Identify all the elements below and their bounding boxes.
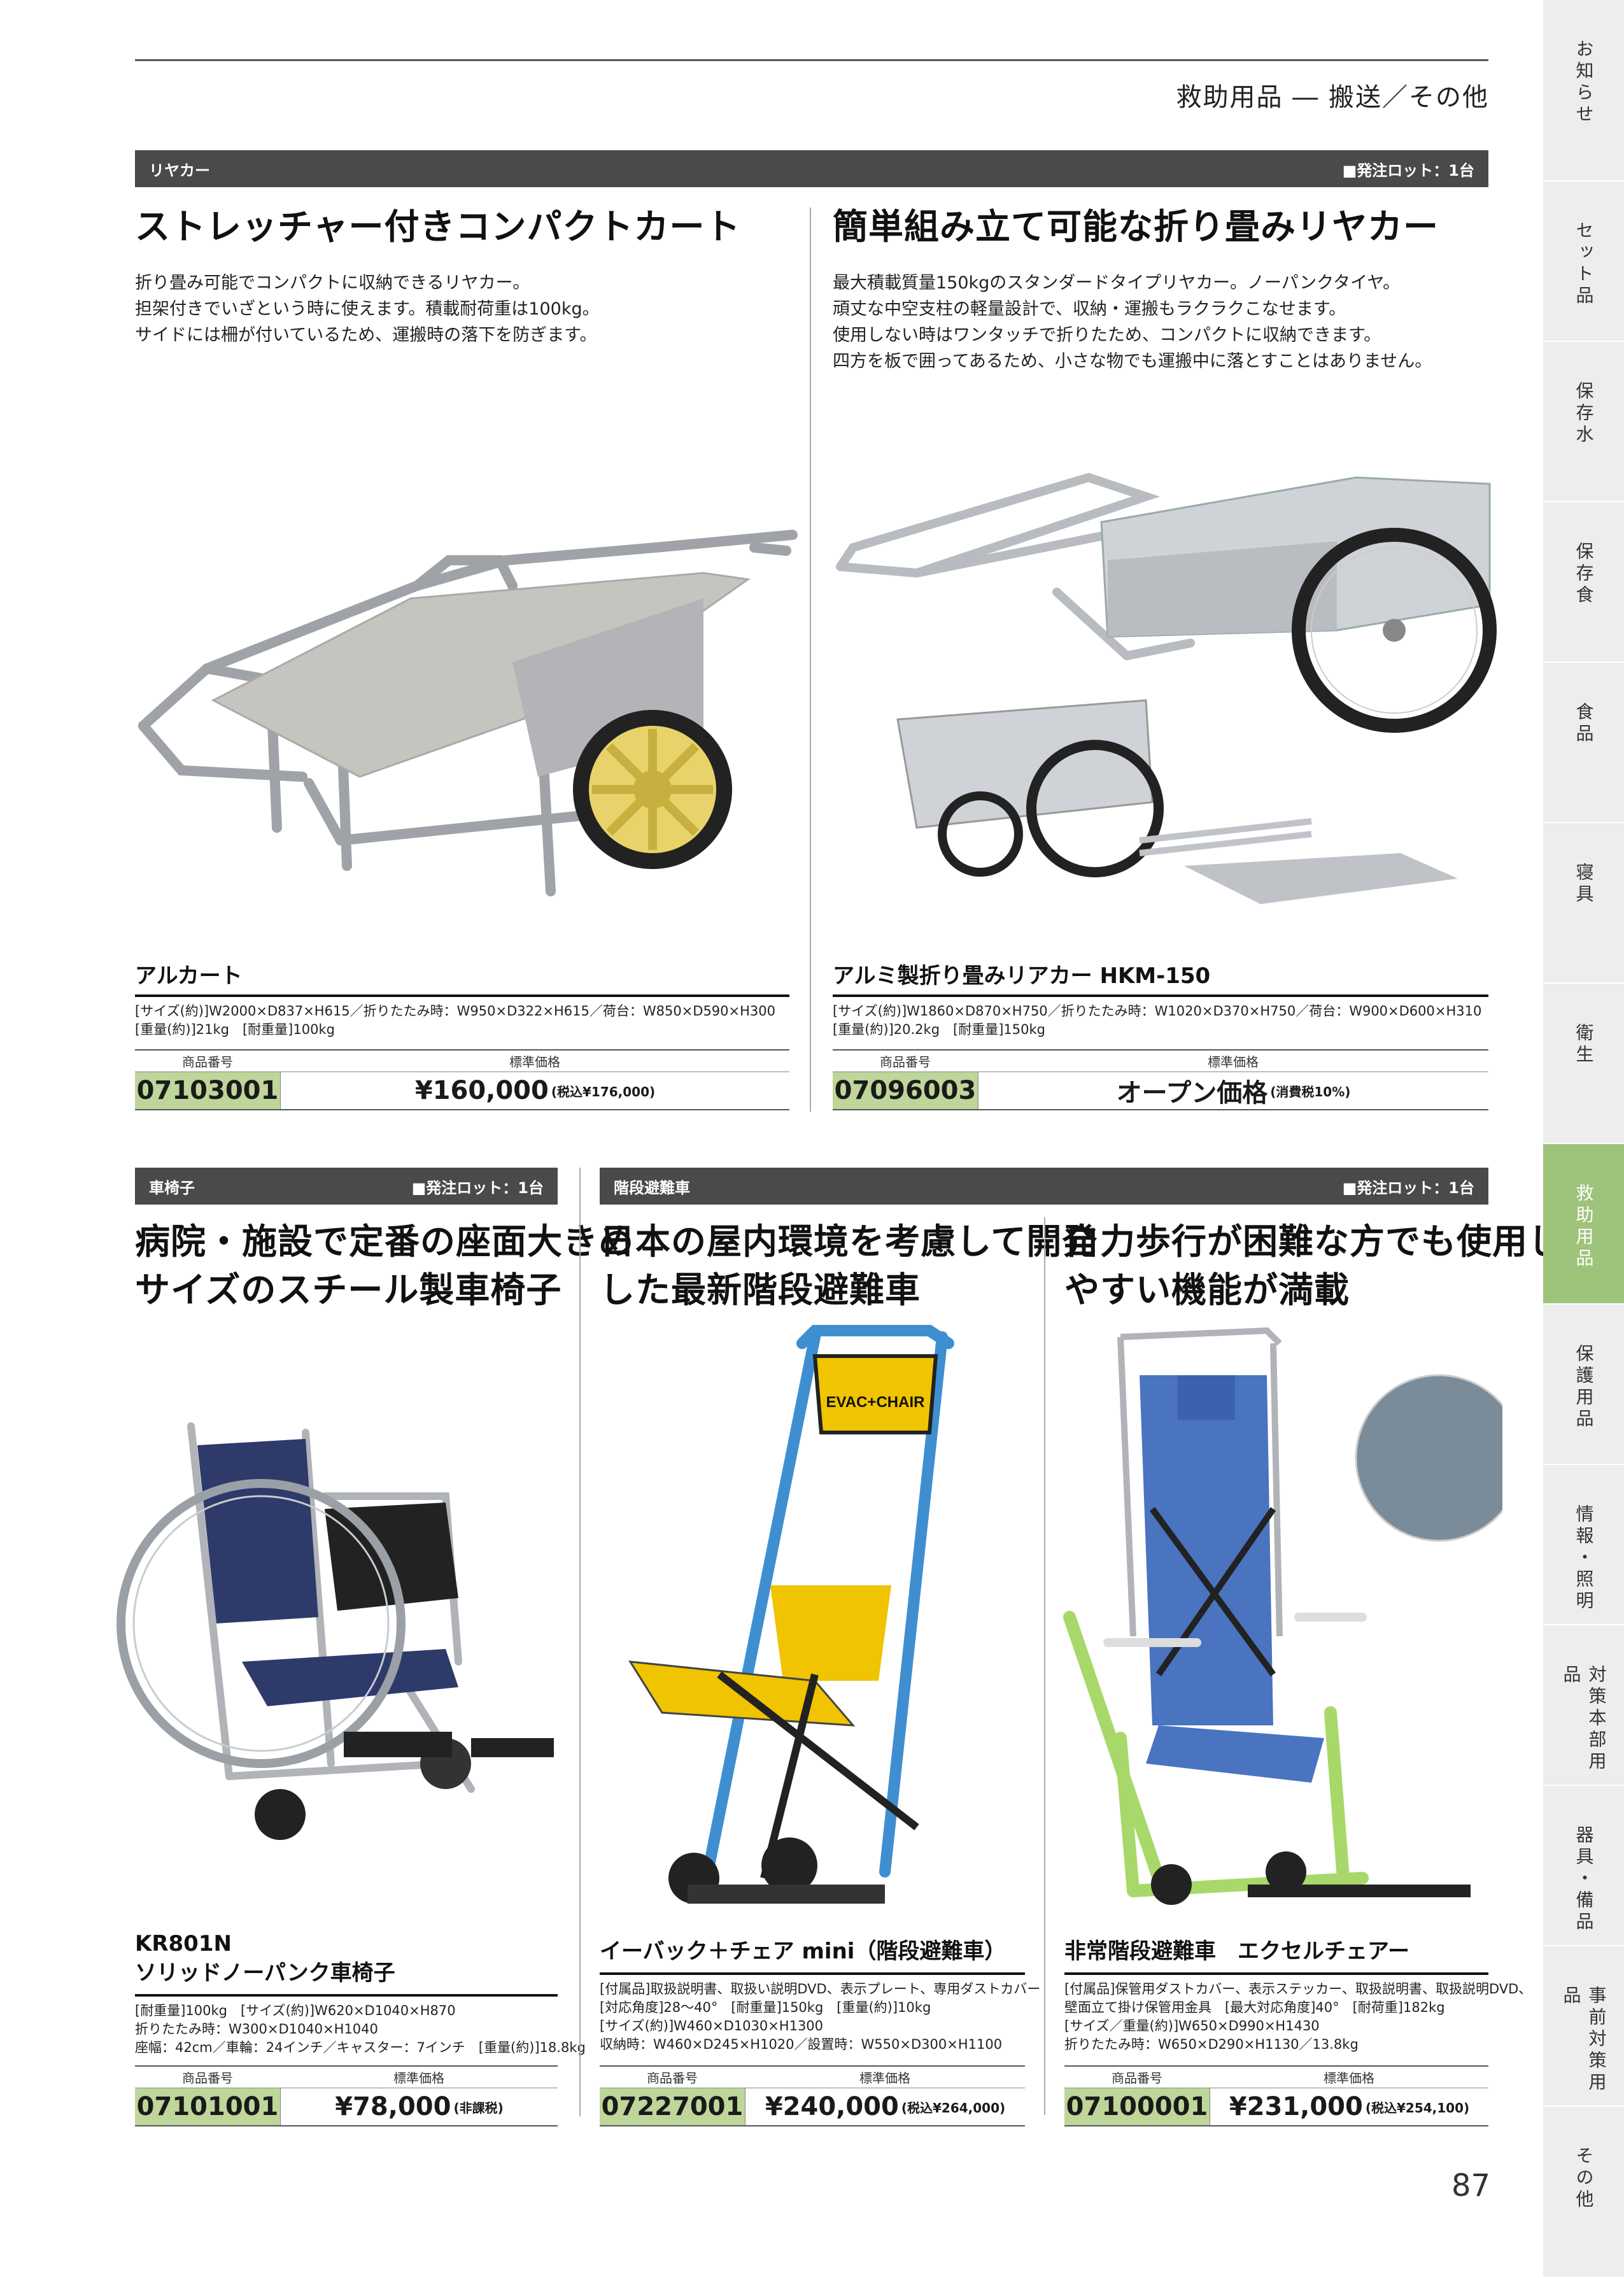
sidebar: [1543, 0, 1624, 2278]
product-name: アルミ製折り畳みリアカー HKM-150: [833, 963, 1211, 989]
product-name: KR801N ソリッドノーパンク車椅子: [135, 1931, 395, 1986]
product-specs: [耐重量]100kg [サイズ(約)]W620×D1040×H870 折りたたみ…: [135, 2003, 586, 2055]
tab-info-light[interactable]: 情報・照明: [1543, 1465, 1624, 1625]
product-name: 非常階段避難車 エクセルチェアー: [1064, 1939, 1409, 1964]
product-price: ¥78,000(非課税): [335, 2092, 504, 2121]
category-label: 車椅子: [149, 1178, 195, 1197]
price-table: 商品番号 標準価格 07096003 オープン価格(消費税10%): [833, 1049, 1488, 1110]
column-divider: [579, 1168, 581, 2116]
excel-chair-image: [1063, 1327, 1502, 1905]
category-bar-cart: リヤカー ■発注ロット：1台: [135, 150, 1488, 187]
tab-preserved-food[interactable]: 保存食: [1543, 502, 1624, 663]
product-specs: [サイズ(約)]W2000×D837×H615／折りたたみ時：W950×D322…: [135, 1003, 775, 1037]
product-rule: [833, 994, 1488, 997]
price-table: 商品番号 標準価格 07227001 ¥240,000(税込¥264,000): [600, 2065, 1025, 2126]
header-rule: [135, 59, 1488, 61]
price-header: 標準価格: [393, 2070, 444, 2086]
category-bar-evac: 階段避難車 ■発注ロット：1台: [600, 1168, 1488, 1205]
product-price: ¥240,000(税込¥264,000): [765, 2092, 1006, 2121]
code-header: 商品番号: [647, 2070, 698, 2086]
price-table: 商品番号 標準価格 07100001 ¥231,000(税込¥254,100): [1064, 2065, 1488, 2126]
product-headline: ストレッチャー付きコンパクトカート: [135, 206, 741, 247]
product-description: 折り畳み可能でコンパクトに収納できるリヤカー。 担架付きでいざという時に使えます…: [135, 273, 600, 345]
product-rule: [1064, 1972, 1488, 1975]
product-specs: [サイズ(約)]W1860×D870×H750／折りたたみ時：W1020×D37…: [833, 1003, 1482, 1037]
product-price: ¥231,000(税込¥254,100): [1229, 2092, 1470, 2121]
price-header: 標準価格: [1208, 1054, 1259, 1070]
product-rule: [600, 1972, 1025, 1975]
tab-hygiene[interactable]: 衛生: [1543, 984, 1624, 1144]
code-header: 商品番号: [1112, 2070, 1162, 2086]
product-price: ¥160,000(税込¥176,000): [414, 1076, 656, 1105]
category-label: リヤカー: [149, 161, 210, 180]
column-divider: [1044, 1217, 1045, 2115]
page-number: 87: [1451, 2168, 1491, 2204]
price-header: 標準価格: [859, 2070, 910, 2086]
code-header: 商品番号: [880, 1054, 931, 1070]
tab-headquarters[interactable]: 対策本部用品: [1543, 1625, 1624, 1786]
order-lot: ■発注ロット：1台: [1342, 161, 1474, 180]
tab-water[interactable]: 保存水: [1543, 342, 1624, 502]
product-code: 07096003: [833, 1072, 978, 1109]
column-divider: [810, 208, 811, 1112]
tab-oshirase[interactable]: お知らせ: [1543, 0, 1624, 181]
product-specs: [付属品]保管用ダストカバー、表示ステッカー、取扱説明書、取扱説明DVD、 壁面…: [1064, 1981, 1532, 2052]
product-description: 最大積載質量150kgのスタンダードタイプリヤカー。ノーパンクタイヤ。 頑丈な中…: [833, 273, 1432, 371]
product-name: アルカート: [135, 963, 243, 989]
category-bar-wheelchair: 車椅子 ■発注ロット：1台: [135, 1168, 558, 1205]
evac-chair-mini-image: EVAC+CHAIR: [628, 1325, 954, 1904]
tab-bedding[interactable]: 寝具: [1543, 823, 1624, 984]
product-headline: 簡単組み立て可能な折り畳みリヤカー: [833, 206, 1439, 247]
price-table: 商品番号 標準価格 07101001 ¥78,000(非課税): [135, 2065, 558, 2126]
tab-set[interactable]: セット品: [1543, 181, 1624, 342]
folding-cart-image: [836, 472, 1497, 904]
evac-chair-logo: EVAC+CHAIR: [826, 1394, 925, 1411]
order-lot: ■発注ロット：1台: [1342, 1178, 1474, 1197]
product-rule: [135, 994, 789, 997]
product-name: イーバック＋チェア mini（階段避難車）: [600, 1939, 1006, 1964]
price-table: 商品番号 標準価格 07103001 ¥160,000(税込¥176,000): [135, 1049, 789, 1110]
product-specs: [付属品]取扱説明書、取扱い説明DVD、表示プレート、専用ダストカバー [対応角…: [600, 1981, 1041, 2052]
product-headline: 自力歩行が困難な方でも使用し やすい機能が満載: [1064, 1221, 1564, 1310]
product-code: 07103001: [135, 1072, 281, 1109]
price-header: 標準価格: [509, 1054, 560, 1070]
product-headline: 病院・施設で定番の座面大きめ サイズのスチール製車椅子: [135, 1221, 635, 1310]
tab-equipment[interactable]: 器具・備品: [1543, 1786, 1624, 1946]
product-code: 07227001: [600, 2088, 745, 2125]
category-label: 階段避難車: [614, 1178, 690, 1197]
price-header: 標準価格: [1324, 2070, 1374, 2086]
tab-protection[interactable]: 保護用品: [1543, 1305, 1624, 1465]
page-header-title: 救助用品 ― 搬送／その他: [1176, 83, 1489, 112]
product-code: 07100001: [1064, 2088, 1210, 2125]
tab-preparation[interactable]: 事前対策用品: [1543, 1946, 1624, 2107]
wheelchair-image: [117, 1422, 554, 1840]
tab-rescue[interactable]: 救助用品: [1543, 1144, 1624, 1305]
stretcher-cart-image: [138, 530, 798, 896]
code-header: 商品番号: [182, 1054, 233, 1070]
code-header: 商品番号: [182, 2070, 233, 2086]
tab-other[interactable]: その他: [1543, 2107, 1624, 2278]
product-price: オープン価格(消費税10%): [1116, 1079, 1351, 1108]
order-lot: ■発注ロット：1台: [411, 1178, 544, 1197]
product-code: 07101001: [135, 2088, 281, 2125]
product-rule: [135, 1994, 558, 1997]
product-headline: 日本の屋内環境を考慮して開発 した最新階段避難車: [600, 1221, 1098, 1310]
tab-food[interactable]: 食品: [1543, 663, 1624, 823]
